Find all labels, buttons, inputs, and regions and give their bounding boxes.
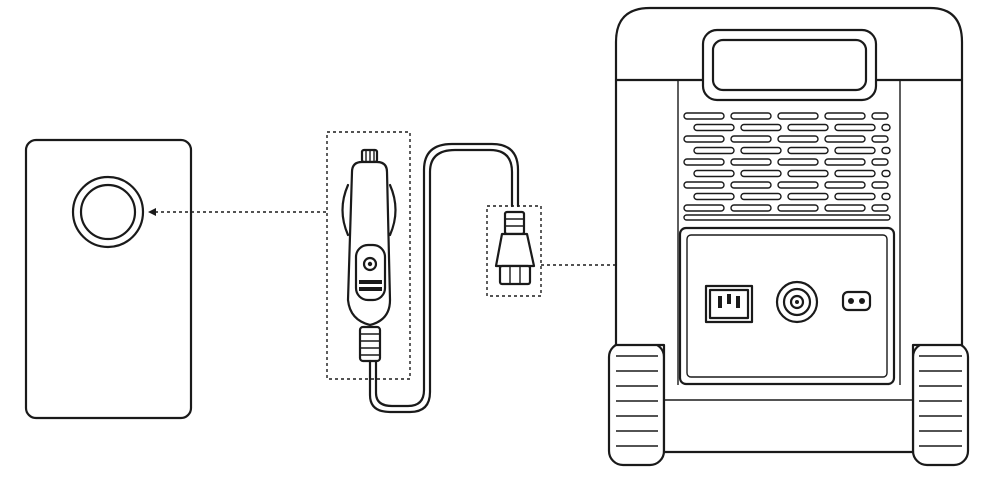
right-wheel — [911, 341, 970, 467]
dc-connector-plug-icon — [494, 210, 536, 286]
vent-slot — [787, 123, 829, 132]
vent-slot — [777, 112, 819, 120]
vent-slot — [730, 204, 772, 212]
vent-slot — [730, 112, 772, 120]
vent-slot — [777, 135, 819, 143]
vent-slot — [834, 169, 876, 178]
vent-slot — [740, 192, 782, 201]
vent-slot — [777, 181, 819, 189]
vent-slot — [871, 181, 889, 189]
vent-slot — [824, 158, 866, 166]
device-round-socket-icon — [71, 175, 145, 249]
vent-slot — [740, 123, 782, 132]
vent-slot — [834, 192, 876, 201]
vent-slot — [730, 135, 772, 143]
vent-slot — [693, 123, 735, 132]
vent-slot — [777, 158, 819, 166]
round-port-icon — [775, 280, 819, 324]
vent-slot — [871, 112, 889, 120]
vent-slot — [777, 204, 819, 212]
dc-plug — [486, 205, 542, 297]
portable-power-station-icon — [607, 6, 970, 467]
vent-slot — [824, 135, 866, 143]
car-plug-highlight-box — [326, 131, 411, 380]
cable-inner — [374, 142, 520, 408]
vent-slot — [740, 146, 782, 155]
vent-slot — [787, 169, 829, 178]
device-body — [24, 138, 193, 420]
vent-slot — [693, 146, 735, 155]
vent-slot — [683, 135, 725, 143]
vent-slot — [730, 158, 772, 166]
cigarette-lighter-plug-icon — [341, 148, 397, 363]
vent-slot — [881, 169, 891, 178]
vent-slot — [881, 123, 891, 132]
vent-slot — [693, 192, 735, 201]
vent-slot — [834, 146, 876, 155]
left-wheel — [607, 341, 666, 467]
vent-slot — [683, 158, 725, 166]
vent-slot — [881, 192, 891, 201]
vent-slot — [871, 158, 889, 166]
ac-outlet-icon — [704, 284, 754, 324]
vent-slot — [683, 214, 891, 221]
vent-grille — [683, 112, 891, 221]
vent-slot — [683, 181, 725, 189]
dc-input-port-icon — [841, 290, 872, 312]
vent-slot — [824, 181, 866, 189]
vent-slot — [834, 123, 876, 132]
vent-slot — [683, 204, 725, 212]
vent-slot — [730, 181, 772, 189]
vent-slot — [787, 192, 829, 201]
device — [24, 138, 193, 420]
dc-plug-highlight-box — [486, 205, 542, 297]
cable — [368, 148, 514, 414]
vent-slot — [871, 204, 889, 212]
vent-slot — [871, 135, 889, 143]
power-station — [607, 6, 970, 467]
vent-slot — [881, 146, 891, 155]
vent-slot — [787, 146, 829, 155]
vent-slot — [693, 169, 735, 178]
vent-slot — [683, 112, 725, 120]
vent-slot — [824, 204, 866, 212]
vent-slot — [824, 112, 866, 120]
vent-slot — [740, 169, 782, 178]
car-charger-plug — [326, 131, 411, 380]
